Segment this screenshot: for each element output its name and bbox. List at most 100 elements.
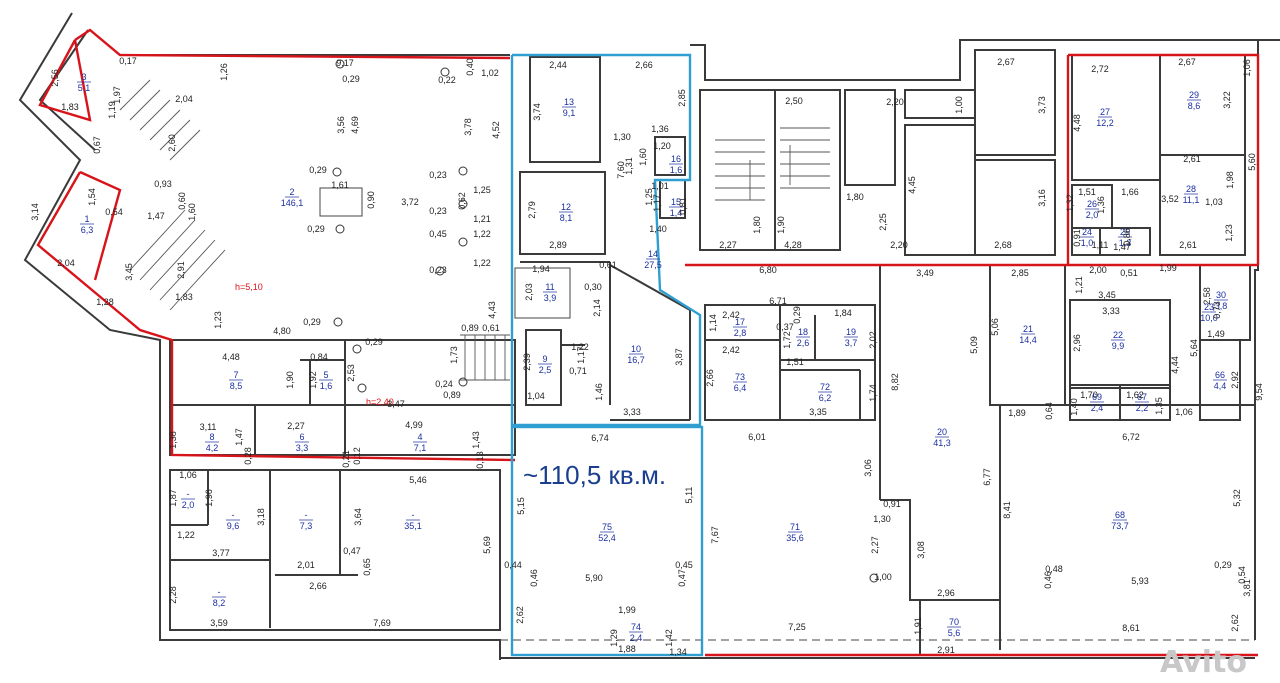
dimension-label: 0,54 — [105, 207, 123, 217]
dimension-label: 2,60 — [167, 134, 177, 152]
dimension-label: 7,25 — [788, 622, 806, 632]
room-number: 29 — [1189, 90, 1199, 100]
dimension-label: 5,46 — [409, 475, 427, 485]
dimension-label: 0,81 — [678, 197, 688, 215]
dimension-label: 1,26 — [219, 63, 229, 81]
dimension-label: 0,84 — [310, 352, 328, 362]
dimension-label: 3,59 — [210, 618, 228, 628]
room-number: 4 — [417, 432, 422, 442]
room-area: 8,6 — [1188, 101, 1201, 111]
dimension-label: 0,46 — [1043, 571, 1053, 589]
column-marker — [458, 199, 468, 209]
dimension-label: 0,23 — [429, 265, 447, 275]
dimension-label: 1,51 — [786, 357, 804, 367]
dimension-label: 0,28 — [243, 447, 253, 465]
dimension-label: 2,56 — [50, 69, 60, 87]
dimension-label: 1,49 — [1207, 329, 1225, 339]
dimension-label: 5,64 — [1189, 339, 1199, 357]
dimension-label: 4,44 — [1170, 356, 1180, 374]
dimension-label: 5,15 — [516, 497, 526, 515]
dimension-label: 2,04 — [57, 258, 75, 268]
dimension-label: 0,91 — [1072, 229, 1082, 247]
dimension-label: 0,29 — [365, 337, 383, 347]
dimension-label: 1,22 — [177, 530, 195, 540]
room-area: 2,2 — [1136, 403, 1149, 413]
red-outlines — [36, 28, 1260, 657]
room-number: - — [305, 510, 308, 520]
room-area: 4,2 — [206, 443, 219, 453]
dimension-label: 3,52 — [1161, 194, 1179, 204]
dimension-label: 4,80 — [273, 326, 291, 336]
dimension-label: 4,52 — [491, 121, 501, 139]
room-area: 35,6 — [786, 533, 804, 543]
room-area: 2,0 — [1086, 210, 1099, 220]
dimension-label: 4,28 — [784, 240, 802, 250]
room-label: 303,8 — [1214, 290, 1228, 311]
room-area: 11,1 — [1183, 195, 1200, 205]
dimension-label: 1,40 — [649, 224, 667, 234]
room-number: 9 — [542, 354, 547, 364]
room-number: 27 — [1100, 107, 1110, 117]
highlight-outline — [510, 53, 704, 657]
dimension-label: 1,29 — [609, 629, 619, 647]
room-number: - — [412, 510, 415, 520]
room-area: 146,1 — [281, 198, 304, 208]
dimension-label: 2,04 — [175, 94, 193, 104]
room-number: - — [232, 510, 235, 520]
dimension-label: 2,20 — [890, 240, 908, 250]
dimension-label: 5,06 — [990, 318, 1000, 336]
dimension-label: 0,29 — [1214, 560, 1232, 570]
room-area: 2,4 — [630, 633, 643, 643]
room-area: 1,6 — [320, 381, 333, 391]
dimension-label: 8,61 — [1122, 623, 1140, 633]
room-area: 9,6 — [227, 521, 240, 531]
dimension-label: 4,48 — [222, 352, 240, 362]
room-area: 8,2 — [213, 598, 226, 608]
dimension-label: 3,56 — [336, 116, 346, 134]
dimension-label: 1,00 — [874, 572, 892, 582]
room-label: 92,5 — [538, 354, 552, 375]
room-number: 25 — [1120, 227, 1130, 237]
room-area: 8,5 — [230, 381, 243, 391]
column-marker — [335, 59, 345, 69]
dimension-label: 5,93 — [1131, 576, 1149, 586]
room-label: 229,9 — [1111, 330, 1125, 351]
room-label: 139,1 — [562, 97, 576, 118]
dimension-label: 1,25 — [644, 188, 654, 206]
dimension-label: 1,22 — [571, 342, 589, 352]
dimension-label: 1,25 — [473, 185, 491, 195]
dimension-label: 8,41 — [1002, 501, 1012, 519]
room-area: 41,3 — [933, 438, 951, 448]
room-area: 6,2 — [819, 393, 832, 403]
room-area: 9,1 — [563, 108, 576, 118]
room-number: 1 — [84, 214, 89, 224]
room-number: 17 — [735, 317, 745, 327]
room-label: 705,6 — [947, 617, 961, 638]
dimension-label: 2,42 — [722, 345, 740, 355]
dimension-label: 1,74 — [868, 384, 878, 402]
dimension-label: 1,72 — [782, 331, 792, 349]
room-label: 664,4 — [1213, 370, 1227, 391]
dimension-label: 2,85 — [1011, 268, 1029, 278]
room-area: 7,1 — [414, 443, 427, 453]
dimension-label: 2,44 — [549, 60, 567, 70]
column-marker — [357, 383, 367, 393]
room-label: 51,6 — [319, 370, 333, 391]
dimension-label: 1,66 — [1121, 187, 1139, 197]
dimension-label: 0,40 — [465, 58, 475, 76]
dimension-label: 1,88 — [618, 644, 636, 654]
dimension-label: 2,42 — [722, 310, 740, 320]
room-number: 75 — [602, 522, 612, 532]
room-number: 19 — [846, 327, 856, 337]
dimension-label: 1,22 — [473, 229, 491, 239]
dimension-label: 0,64 — [1044, 402, 1054, 420]
dimension-label: 4,99 — [405, 420, 423, 430]
dimension-label: 0,45 — [675, 560, 693, 570]
room-area: 16,7 — [627, 355, 645, 365]
room-area: 9,9 — [1112, 341, 1125, 351]
dimension-label: 5,60 — [1247, 153, 1257, 171]
dimension-label: 5,09 — [969, 336, 979, 354]
room-number: 2 — [289, 187, 294, 197]
dimension-label: 2,27 — [719, 240, 737, 250]
